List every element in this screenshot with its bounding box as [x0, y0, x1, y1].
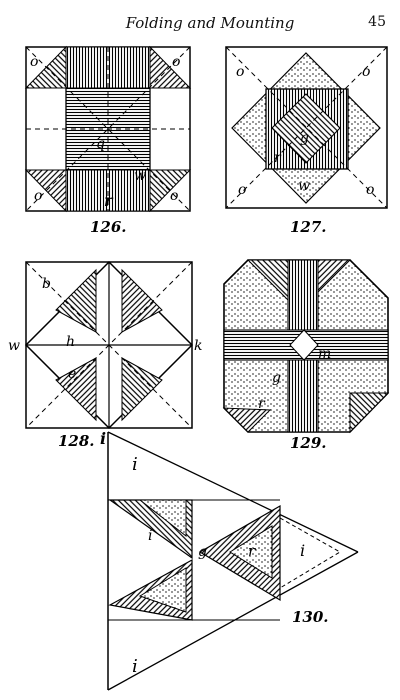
figure-127-label-o-top-right: o — [362, 64, 370, 80]
figure-130-label-g: g — [198, 544, 207, 560]
figure-127-label-o-top-left: o — [236, 64, 244, 80]
figure-127-label-w: w — [298, 178, 310, 194]
figure-126-label-o-top-left: o — [30, 54, 38, 70]
figure-130-label-i-inner: i — [148, 528, 152, 544]
figure-128-label-w: w — [8, 338, 20, 354]
page-number: 45 — [368, 14, 386, 30]
figure-126-label-o-top-right: o — [172, 54, 180, 70]
figure-130-caption: 130. — [292, 608, 329, 626]
figure-126: o o o o q w r 126. — [24, 45, 192, 236]
figure-128-label-h: h — [66, 334, 75, 350]
figure-130-label-i-top: i — [132, 454, 138, 475]
figure-127-label-o-bottom-left: o — [238, 182, 246, 198]
figure-128-caption: 128. — [58, 432, 95, 450]
figure-128: b w h k e i 128. — [8, 260, 202, 450]
figure-126-label-r: r — [104, 191, 114, 210]
figure-130: i i i g r i 130. — [107, 431, 359, 691]
figure-130-label-i-right: i — [300, 541, 305, 560]
figure-128-label-i: i — [100, 429, 106, 448]
figure-126-label-o-bottom-left: o — [34, 188, 42, 204]
figure-128-label-k: k — [194, 338, 202, 354]
figure-127-label-o-bottom-right: o — [366, 182, 374, 198]
figure-129-label-g: g — [272, 370, 281, 386]
figure-129-label-m: m — [318, 346, 331, 362]
figure-130-label-i-bottom: i — [132, 656, 138, 677]
figure-126-label-q: q — [96, 136, 105, 152]
running-header: Folding and Mounting — [125, 14, 295, 32]
figure-126-label-o-bottom-right: o — [170, 188, 178, 204]
figure-127-label-r: r — [274, 150, 282, 166]
figure-126-caption: 126. — [90, 218, 127, 236]
figure-126-label-w: w — [134, 168, 146, 184]
figure-128-label-b: b — [42, 276, 51, 292]
figure-128-label-e: e — [68, 366, 76, 382]
figure-129: m g r 129. — [222, 259, 390, 452]
figure-127: o o o o g r w 127. — [225, 46, 388, 236]
figure-129-caption: 129. — [290, 434, 327, 452]
figure-129-label-r: r — [258, 396, 266, 412]
figure-130-label-r: r — [248, 542, 256, 560]
figure-127-caption: 127. — [290, 218, 327, 236]
figure-127-label-g: g — [300, 130, 309, 146]
